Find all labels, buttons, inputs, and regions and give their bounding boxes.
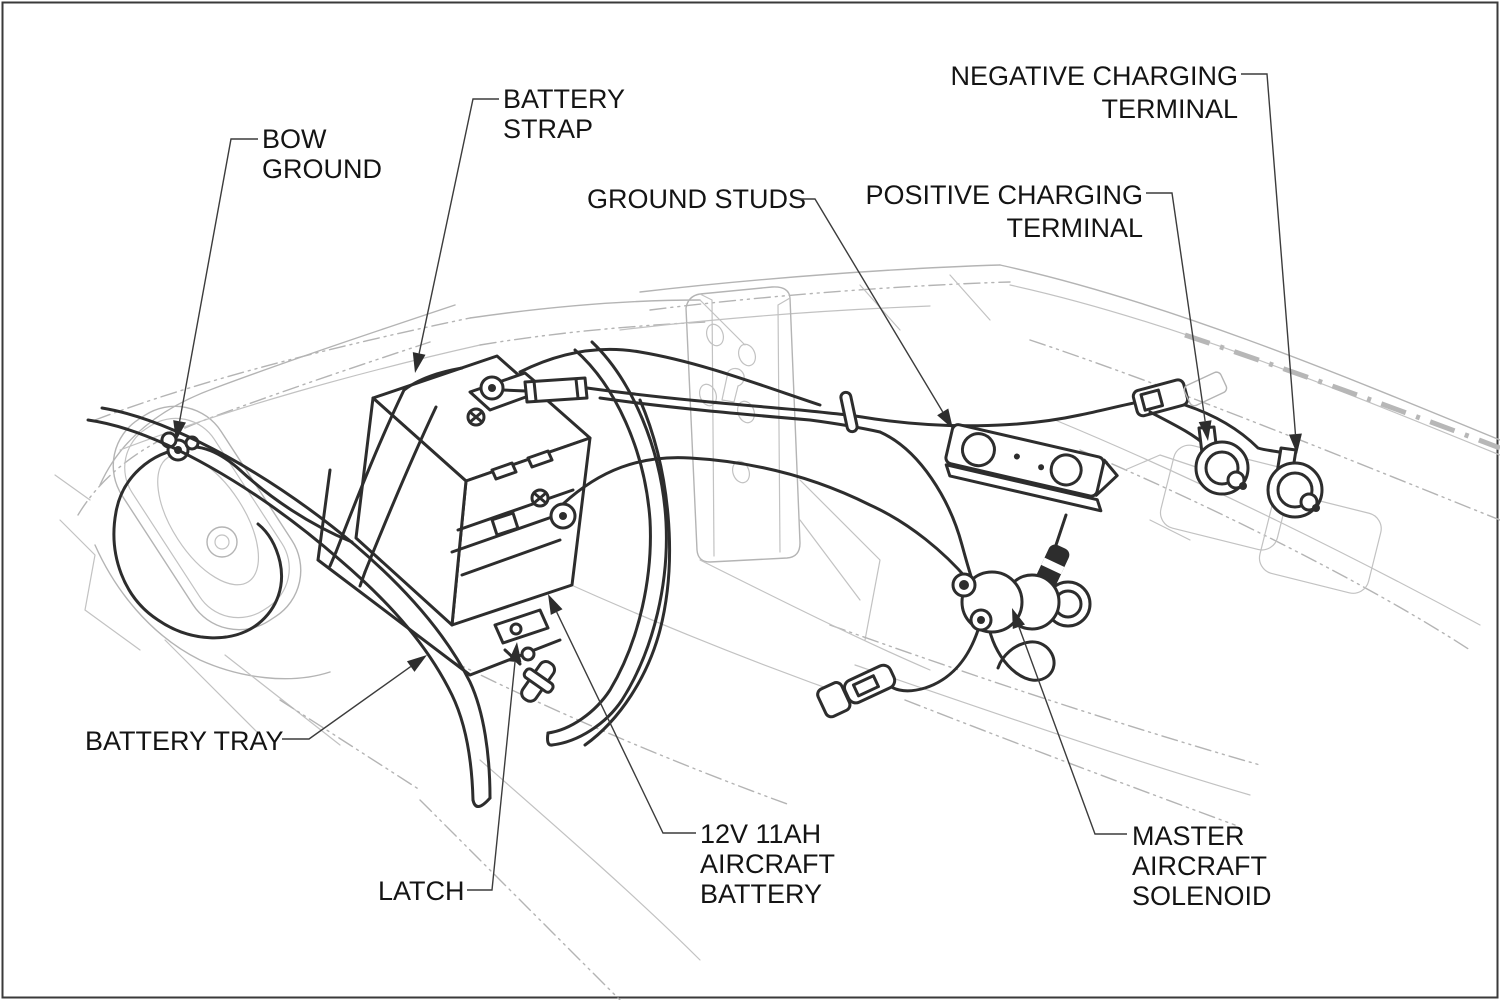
bow-ground [112, 431, 354, 640]
leader-master-solenoid [1018, 626, 1127, 835]
airframe-wireframe [54, 264, 1500, 1000]
battery-strap [328, 366, 464, 588]
leader-positive-terminal-arrowhead [1198, 420, 1212, 441]
leader-negative-terminal [1241, 73, 1297, 435]
positive-charging-terminal [1194, 425, 1250, 496]
leader-battery-tray-arrowhead [406, 655, 427, 672]
ground-studs [944, 423, 1119, 513]
leader-positive-terminal [1146, 192, 1206, 422]
leader-aircraft-battery-arrowhead [548, 594, 563, 615]
leader-bow-ground-arrowhead [173, 420, 186, 441]
latch [493, 608, 557, 703]
leader-negative-terminal-arrowhead [1288, 433, 1302, 454]
negative-charging-terminal [1266, 446, 1324, 519]
leader-master-solenoid-arrowhead [1012, 608, 1025, 630]
leader-battery-tray [282, 666, 412, 740]
leader-lines [173, 73, 1302, 891]
leader-ground-studs [797, 198, 944, 413]
label-battery-tray: BATTERY TRAY [85, 726, 284, 756]
master-aircraft-solenoid [816, 513, 1092, 719]
leader-bow-ground [178, 138, 258, 422]
aircraft-battery [354, 354, 592, 627]
label-ground-studs: GROUND STUDS [587, 184, 806, 214]
leader-battery-strap-arrowhead [412, 352, 426, 373]
label-latch: LATCH [378, 876, 465, 906]
fuse-holder [1131, 371, 1286, 455]
leader-ground-studs-arrowhead [937, 408, 953, 429]
leader-latch [467, 661, 516, 891]
leader-latch-arrowhead [508, 642, 522, 663]
leader-battery-strap [418, 98, 499, 354]
battery-tray [86, 340, 671, 808]
leader-aircraft-battery [556, 611, 696, 834]
